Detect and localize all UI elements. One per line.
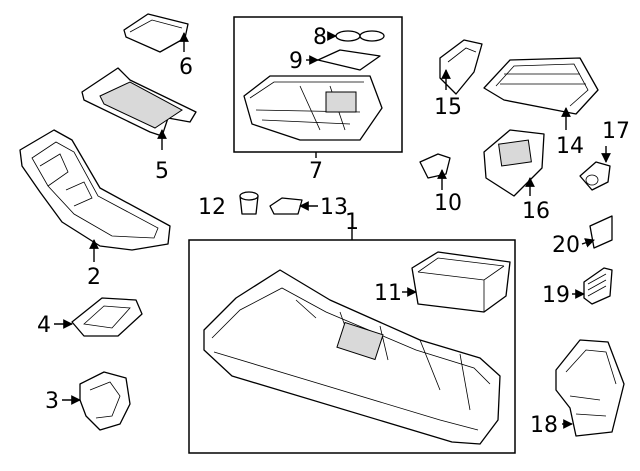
callout-8: 8 bbox=[313, 25, 327, 50]
part-1-console-body bbox=[203, 269, 501, 445]
callout-5: 5 bbox=[155, 159, 169, 184]
part-4-tray bbox=[54, 297, 143, 337]
part-15-knob-cover bbox=[439, 39, 483, 95]
part-20-pad bbox=[581, 215, 613, 249]
part-17-socket bbox=[579, 146, 611, 191]
part-6-lid bbox=[123, 13, 189, 53]
callout-12: 12 bbox=[198, 195, 226, 220]
callout-19: 19 bbox=[542, 283, 570, 308]
callout-6: 6 bbox=[179, 55, 193, 80]
part-5-trim-panel bbox=[81, 67, 197, 150]
part-16-bezel bbox=[483, 129, 545, 197]
callout-7: 7 bbox=[309, 159, 323, 184]
callout-3: 3 bbox=[45, 389, 59, 414]
part-18-rear-panel bbox=[555, 339, 625, 437]
callout-2: 2 bbox=[87, 265, 101, 290]
callout-18: 18 bbox=[530, 413, 558, 438]
part-13-holder bbox=[269, 197, 318, 215]
part-9-pad bbox=[306, 49, 381, 71]
part-14-armrest-lid bbox=[483, 57, 599, 130]
part-8-seal bbox=[327, 30, 385, 42]
callout-20: 20 bbox=[552, 233, 580, 258]
part-3-bracket bbox=[62, 371, 131, 431]
callout-13: 13 bbox=[320, 195, 348, 220]
callout-16: 16 bbox=[522, 199, 550, 224]
callout-1: 1 bbox=[345, 210, 359, 235]
callout-17: 17 bbox=[602, 119, 630, 144]
callout-14: 14 bbox=[556, 134, 584, 159]
group-box-7 bbox=[233, 16, 403, 153]
part-12-cup bbox=[239, 191, 259, 215]
part-10-clip bbox=[419, 153, 451, 190]
callout-4: 4 bbox=[37, 313, 51, 338]
callout-15: 15 bbox=[434, 95, 462, 120]
part-7-control-module bbox=[243, 75, 383, 141]
callout-11: 11 bbox=[374, 281, 402, 306]
callout-9: 9 bbox=[289, 49, 303, 74]
part-2-console-frame bbox=[19, 129, 171, 262]
part-11-storage-bin bbox=[402, 251, 511, 313]
callout-10: 10 bbox=[434, 191, 462, 216]
part-19-vent bbox=[572, 267, 613, 305]
